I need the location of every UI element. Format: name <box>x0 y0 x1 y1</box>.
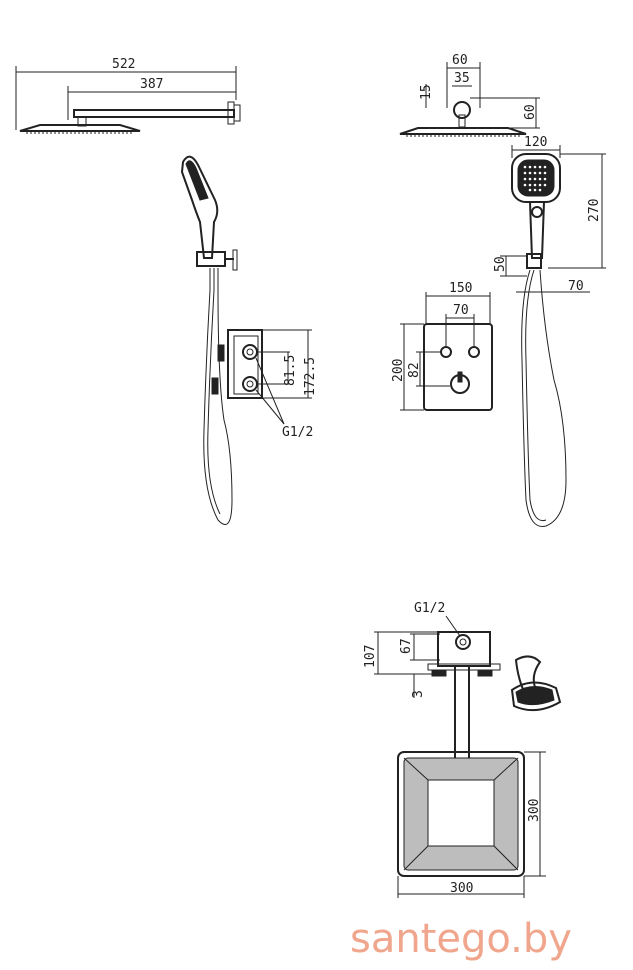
handshower-side-view <box>180 155 238 525</box>
dim-head-width: 300 <box>450 881 473 896</box>
dim-holder-depth: 70 <box>568 279 584 294</box>
shower-head-outline <box>397 751 525 877</box>
dim-box-top-depth: 107 <box>363 645 378 668</box>
overhead-mount-front-view: 60 35 15 60 <box>399 53 540 137</box>
dim-box-wall: 3 <box>411 690 426 698</box>
dim-mount-height: 60 <box>523 104 538 120</box>
button-left <box>440 346 452 358</box>
label-thread-top: G1/2 <box>414 601 445 616</box>
dim-holder-height: 50 <box>493 256 508 272</box>
dim-panel-knob-height: 82 <box>407 362 422 378</box>
dim-mount-offset: 15 <box>419 84 434 100</box>
control-panel-front-view: 150 70 200 82 <box>391 281 493 411</box>
dim-handshower-length: 270 <box>587 199 602 222</box>
spray-nozzles <box>523 165 547 192</box>
concealed-box-side-view: 81.5 172.5 G1/2 <box>211 329 318 440</box>
dim-panel-knob-spacing: 70 <box>453 303 469 318</box>
dim-box-depth: 172.5 <box>303 357 318 396</box>
dim-box-inner-spacing: 81.5 <box>283 355 298 386</box>
dim-arm-length: 387 <box>140 77 163 92</box>
button-right <box>468 346 480 358</box>
dim-panel-width: 150 <box>449 281 472 296</box>
box-and-head-top-view: G1/2 107 67 3 300 300 <box>363 601 562 898</box>
dim-box-top-inner: 67 <box>399 638 414 654</box>
dim-mount-inner: 35 <box>454 71 470 86</box>
dim-mount-width: 60 <box>452 53 468 68</box>
handshower-front-view: 120 270 50 70 <box>493 135 606 527</box>
overhead-shower-side-view: 522 387 <box>15 57 241 134</box>
dim-head-height: 300 <box>527 799 542 822</box>
dim-panel-height: 200 <box>391 359 406 382</box>
label-thread-side: G1/2 <box>282 425 313 440</box>
dim-arm-total: 522 <box>112 57 135 72</box>
dim-handshower-width: 120 <box>524 135 547 150</box>
watermark-text: santego.by <box>350 916 572 962</box>
